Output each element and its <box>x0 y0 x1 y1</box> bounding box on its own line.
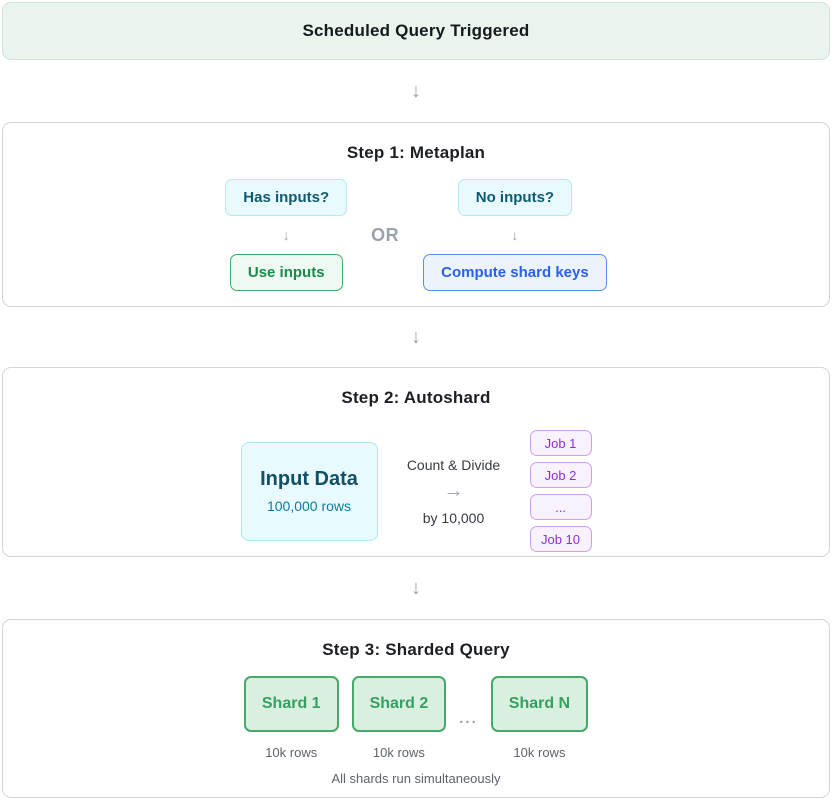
trigger-label: Scheduled Query Triggered <box>302 21 530 40</box>
right-arrow-icon: → <box>443 479 464 502</box>
shards-row: Shard 1 10k rows Shard 2 10k rows ... Sh… <box>3 676 829 760</box>
condition-has-inputs: Has inputs? <box>225 179 348 216</box>
step3-title: Step 3: Sharded Query <box>322 640 510 659</box>
transform-label-bottom: by 10,000 <box>422 509 485 526</box>
down-arrow-icon: ↓ <box>411 79 421 102</box>
or-label: OR <box>371 224 400 245</box>
shard-item: Shard N 10k rows <box>490 676 589 760</box>
trigger-banner: Scheduled Query Triggered <box>2 2 830 60</box>
flow-connector: ↓ <box>0 60 832 122</box>
job-chip: Job 1 <box>529 430 592 456</box>
shard-box: Shard 2 <box>351 676 447 732</box>
shard-box: Shard N <box>490 676 589 732</box>
shard-rowcount: 10k rows <box>513 745 566 760</box>
input-data-title: Input Data <box>260 468 358 490</box>
branch-has-inputs: Has inputs? ↓ Use inputs <box>225 179 348 291</box>
step1-title: Step 1: Metaplan <box>346 143 486 162</box>
down-arrow-icon: ↓ <box>282 227 290 243</box>
input-data-rowcount: 100,000 rows <box>266 498 352 514</box>
step1-branches: Has inputs? ↓ Use inputs OR No inputs? ↓… <box>3 179 829 291</box>
shard-box: Shard 1 <box>243 676 339 732</box>
step3-sharded-query-card: Step 3: Sharded Query Shard 1 10k rows S… <box>2 619 830 798</box>
count-divide-transform: Count & Divide → by 10,000 <box>406 456 501 526</box>
condition-no-inputs: No inputs? <box>457 179 573 216</box>
down-arrow-icon: ↓ <box>511 227 519 243</box>
shard-item: Shard 1 10k rows <box>243 676 339 760</box>
action-compute-shard-keys: Compute shard keys <box>423 254 607 291</box>
shards-footnote: All shards run simultaneously <box>331 771 501 786</box>
job-chip-ellipsis: ... <box>529 494 592 520</box>
down-arrow-icon: ↓ <box>411 576 421 599</box>
shard-rowcount: 10k rows <box>265 745 318 760</box>
shard-item: Shard 2 10k rows <box>351 676 447 760</box>
jobs-list: Job 1 Job 2 ... Job 10 <box>529 430 592 552</box>
autoshard-row: Input Data 100,000 rows Count & Divide →… <box>3 430 829 552</box>
step1-metaplan-card: Step 1: Metaplan Has inputs? ↓ Use input… <box>2 122 830 307</box>
step2-autoshard-card: Step 2: Autoshard Input Data 100,000 row… <box>2 367 830 557</box>
transform-label-top: Count & Divide <box>406 456 501 473</box>
action-use-inputs: Use inputs <box>229 254 343 291</box>
step2-title: Step 2: Autoshard <box>341 388 491 407</box>
input-data-box: Input Data 100,000 rows <box>240 441 378 541</box>
shard-rowcount: 10k rows <box>372 745 425 760</box>
job-chip: Job 10 <box>529 526 592 552</box>
down-arrow-icon: ↓ <box>411 325 421 348</box>
flow-connector: ↓ <box>0 557 832 619</box>
branch-no-inputs: No inputs? ↓ Compute shard keys <box>423 179 607 291</box>
shards-ellipsis: ... <box>459 710 478 727</box>
job-chip: Job 2 <box>529 462 592 488</box>
flow-connector: ↓ <box>0 307 832 367</box>
